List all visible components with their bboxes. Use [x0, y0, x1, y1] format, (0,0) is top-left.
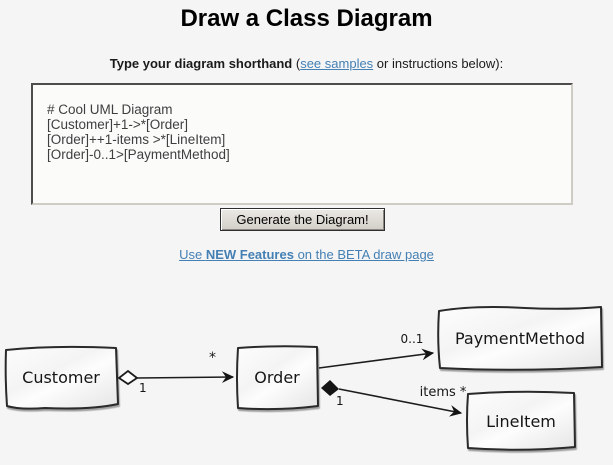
multiplicity-label: 0..1	[401, 332, 424, 346]
class-box-customer: Customer	[4, 345, 119, 410]
multiplicity-label: 1	[336, 394, 344, 408]
class-name: Customer	[22, 368, 100, 387]
relation-order-paymentmethod: 0..1	[318, 332, 435, 369]
beta-draw-page-link[interactable]: Use NEW Features on the BETA draw page	[179, 247, 434, 262]
prompt-line: Type your diagram shorthand (see samples…	[0, 56, 613, 71]
multiplicity-label: 1	[139, 381, 147, 395]
generate-diagram-button[interactable]: Generate the Diagram!	[220, 208, 385, 231]
page-title: Draw a Class Diagram	[180, 5, 433, 32]
beta-link-prefix: Use	[179, 247, 206, 262]
beta-link-line: Use NEW Features on the BETA draw page	[0, 247, 613, 262]
aggregation-diamond-icon	[117, 369, 139, 386]
diagram-shorthand-input[interactable]: # Cool UML Diagram [Customer]+1->*[Order…	[31, 83, 573, 205]
relation-label: items *	[420, 385, 467, 400]
see-samples-link[interactable]: see samples	[300, 56, 374, 71]
prompt-paren: (	[292, 56, 301, 71]
beta-link-bold: NEW Features	[205, 247, 294, 262]
class-name: PaymentMethod	[455, 329, 585, 348]
composition-diamond-icon	[321, 380, 339, 396]
beta-link-suffix: on the BETA draw page	[293, 247, 434, 262]
class-box-order: Order	[236, 345, 319, 411]
relation-order-lineitem: 1 items *	[321, 380, 467, 417]
prompt-bold-text: Type your diagram shorthand	[109, 56, 293, 71]
class-box-paymentmethod: PaymentMethod	[437, 306, 603, 371]
multiplicity-label: *	[209, 350, 216, 366]
relation-customer-order: 1 *	[117, 350, 235, 395]
class-box-lineitem: LineItem	[466, 390, 576, 451]
class-name: LineItem	[486, 412, 556, 431]
class-name: Order	[254, 368, 300, 387]
prompt-rest: or instructions below):	[373, 56, 504, 71]
